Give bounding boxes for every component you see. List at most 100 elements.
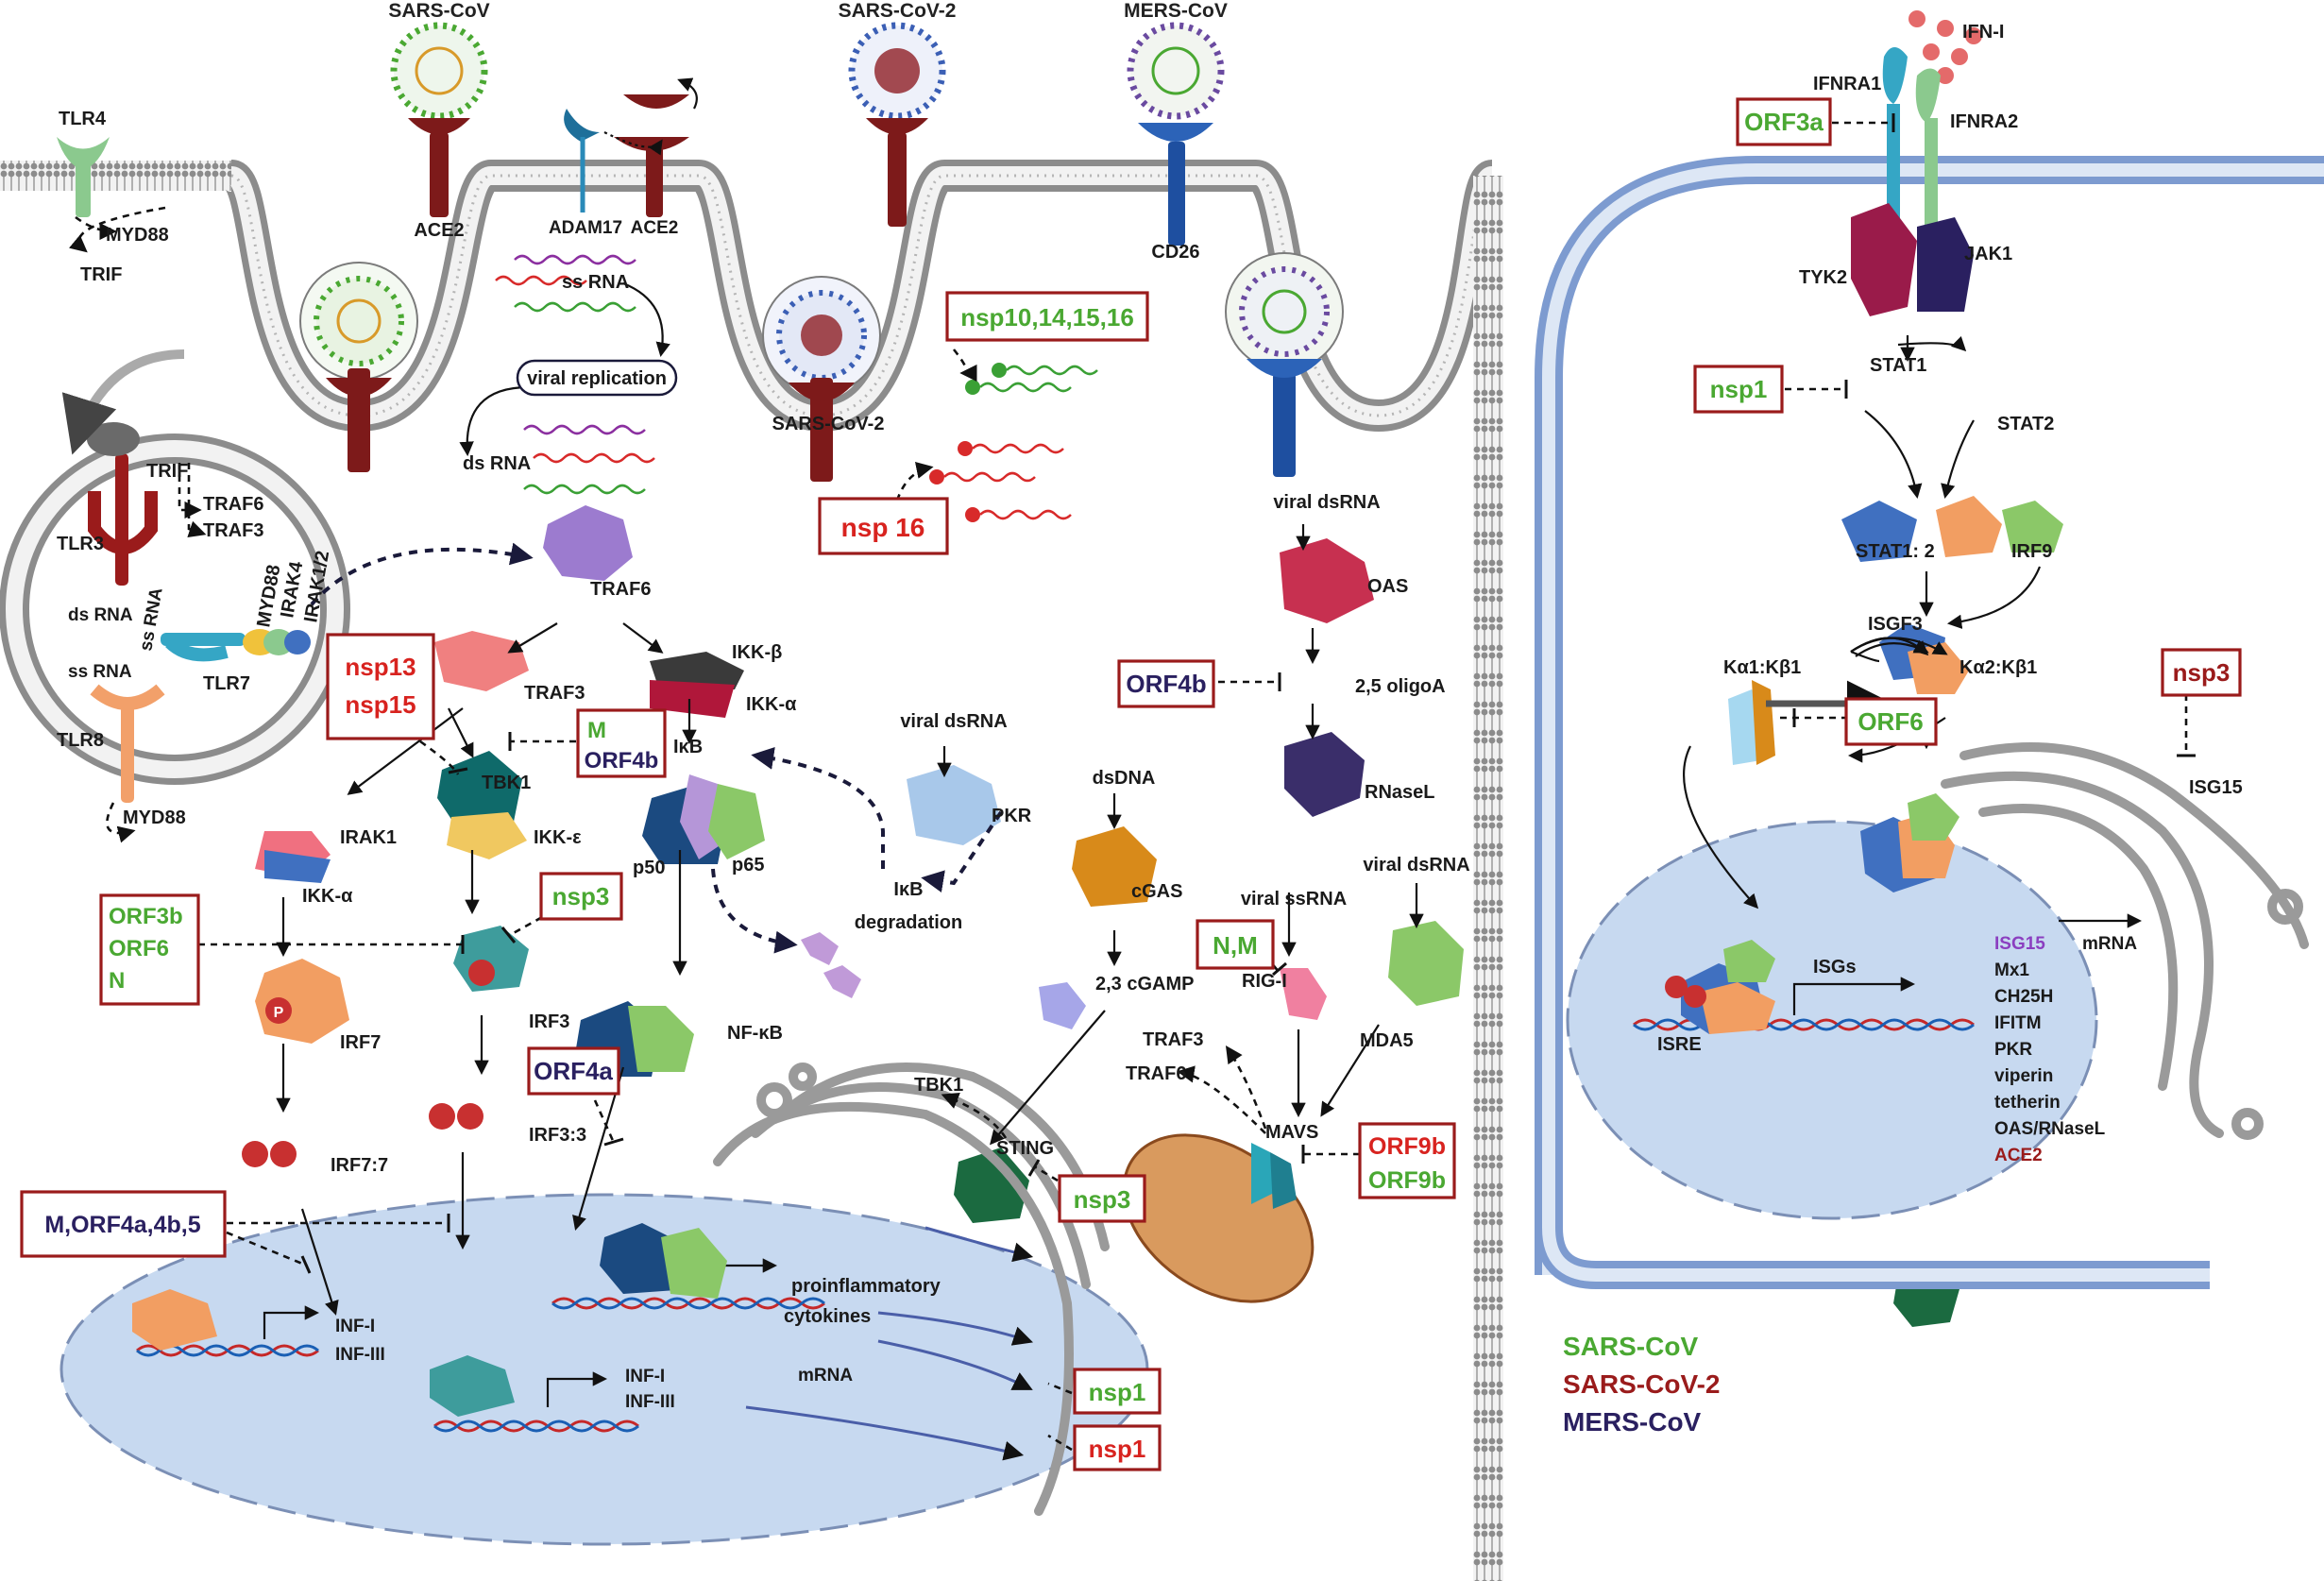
- inhibitor-n: N: [109, 968, 125, 994]
- isg-item-mx1: Mx1: [1994, 960, 2029, 980]
- label-ikb: IκB: [673, 737, 703, 757]
- label-inf1-b: INF-I: [625, 1367, 665, 1386]
- label-irf9: IRF9: [2011, 541, 2052, 562]
- adam17-ace2: [564, 77, 698, 217]
- label-ka1kb1: Kα1:Kβ1: [1723, 657, 1801, 678]
- label-rigi: RIG-I: [1242, 971, 1287, 992]
- inhibitor-orf4b-oas: ORF4b: [1126, 670, 1206, 698]
- inhibitor-boxes: nsp10,14,15,16 nsp 16 nsp13 nsp15 M ORF4…: [20, 97, 2242, 1471]
- label-isre: ISRE: [1657, 1034, 1702, 1055]
- rna-strands: [495, 254, 1098, 522]
- label-sars-cov-2: SARS-CoV-2: [839, 0, 957, 22]
- inhibitor-nsp10-16: nsp10,14,15,16: [960, 303, 1134, 332]
- inhibitor-m-orf4a: M,ORF4a,4b,5: [44, 1212, 200, 1238]
- isg-item-ch25h: CH25H: [1994, 987, 2053, 1007]
- label-traf6-mavs: TRAF6: [1126, 1063, 1186, 1084]
- inhibitor-orf6-right: ORF6: [1858, 707, 1923, 736]
- inhibitor-orf9b-g: ORF9b: [1368, 1167, 1446, 1194]
- receptor-labels: ACE2 ADAM17 ACE2 CD26: [414, 218, 1199, 263]
- tlr4-receptor: [57, 137, 110, 217]
- label-cytokines: cytokines: [784, 1306, 871, 1327]
- label-myd88-top: MYD88: [106, 225, 169, 246]
- label-inf1-a: INF-I: [335, 1317, 375, 1336]
- inhibitor-orf6: ORF6: [109, 936, 169, 961]
- endosome-mers-cov: [1225, 252, 1344, 477]
- isg-list: ISG15 Mx1 CH25H IFITM PKR viperin tether…: [1994, 934, 2106, 1165]
- label-ifn1: IFN-I: [1962, 22, 2004, 42]
- endocytosis-arrow: [61, 349, 185, 455]
- label-tyk2: TYK2: [1799, 267, 1847, 288]
- inhibitor-m: M: [587, 718, 606, 743]
- tlr-endosome: [0, 422, 350, 803]
- label-isgf3: ISGF3: [1868, 614, 1923, 635]
- phospho-label: P: [274, 1005, 284, 1021]
- label-viral-replication: viral replication: [527, 368, 667, 389]
- inhibitor-nsp1-g: nsp1: [1089, 1378, 1146, 1406]
- legend-mers-cov: MERS-CoV: [1563, 1407, 1702, 1436]
- nucleus-labels: INF-I INF-III INF-I INF-III proinflammat…: [274, 1005, 941, 1412]
- label-ss-rna: ss RNA: [562, 272, 629, 293]
- label-traf6-endo: TRAF6: [203, 494, 263, 515]
- label-viral-ssrna: viral ssRNA: [1241, 889, 1347, 910]
- label-mavs: MAVS: [1265, 1122, 1318, 1143]
- label-ikk-epsilon: IKK-ε: [534, 827, 582, 848]
- label-rnasel: RNaseL: [1365, 782, 1434, 803]
- jak-stat-labels: IFN-I IFNRA1 IFNRA2 TYK2 JAK1 STAT1 STAT…: [1657, 22, 2243, 1055]
- label-ace2-left: ACE2: [414, 220, 464, 241]
- inhibitor-nsp16: nsp 16: [841, 513, 925, 542]
- viral-replication-pill: [516, 359, 678, 397]
- signaling-labels: TRAF6 TRAF3 IKK-β IKK-α IκB TBK1 IKK-ε I…: [302, 492, 1470, 1176]
- label-adam17: ADAM17: [549, 218, 622, 238]
- inhibitor-nsp3-sting: nsp3: [1074, 1185, 1131, 1214]
- label-tlr7: TLR7: [203, 673, 250, 694]
- label-stat2: STAT2: [1997, 414, 2054, 434]
- legend-sars-cov: SARS-CoV: [1563, 1332, 1698, 1361]
- label-tbk1: TBK1: [482, 773, 531, 793]
- virus-labels: SARS-CoV SARS-CoV-2 MERS-CoV SARS-CoV-2: [388, 0, 1228, 434]
- right-er: [1941, 742, 2309, 1140]
- label-pkr: PKR: [992, 806, 1032, 826]
- isg-item-tetherin: tetherin: [1994, 1093, 2061, 1113]
- label-irf33: IRF3:3: [529, 1125, 586, 1146]
- label-traf3: TRAF3: [524, 683, 585, 704]
- label-tlr4: TLR4: [59, 109, 107, 129]
- label-dsdna: dsDNA: [1093, 768, 1156, 789]
- endosome-sars-cov: [299, 262, 418, 472]
- label-irak1: IRAK1: [340, 827, 397, 848]
- mitochondrion: [1122, 1133, 1315, 1303]
- label-p50: p50: [633, 858, 665, 878]
- isg-item-viperin: viperin: [1994, 1066, 2053, 1086]
- label-trif-top: TRIF: [80, 264, 122, 285]
- inhibitor-nsp3-isg15: nsp3: [2173, 658, 2231, 687]
- label-oligoa: 2,5 oligoA: [1355, 676, 1446, 697]
- endosome-sars-cov-2: [762, 276, 881, 482]
- label-trif-endo: TRIF: [146, 461, 188, 482]
- label-mrna: mRNA: [798, 1366, 853, 1386]
- label-ace2-mid: ACE2: [631, 218, 679, 238]
- label-ikk-alpha: IKK-α: [746, 694, 797, 715]
- label-ds-rna-endo: ds RNA: [68, 605, 133, 625]
- isg-item-ace2: ACE2: [1994, 1146, 2043, 1165]
- label-tlr8: TLR8: [57, 730, 104, 751]
- inhibitor-nsp13: nsp13: [345, 653, 416, 681]
- label-tbk1-sting: TBK1: [914, 1075, 963, 1096]
- right-cell: [1535, 156, 2324, 1289]
- legend-sars-cov-2: SARS-CoV-2: [1563, 1369, 1720, 1399]
- label-ss-rna-tlr8: ss RNA: [68, 662, 132, 682]
- inhibitor-orf3b: ORF3b: [109, 904, 183, 929]
- label-mers-cov: MERS-CoV: [1124, 0, 1228, 22]
- left-nucleus: [59, 1193, 1149, 1546]
- label-isg15-top: ISG15: [2189, 777, 2243, 798]
- label-ikk-beta: IKK-β: [732, 642, 782, 663]
- ifn-receptor-complex: [1728, 10, 2063, 892]
- label-irf77: IRF7:7: [331, 1155, 388, 1176]
- isg-item-oas-rnasel: OAS/RNaseL: [1994, 1119, 2106, 1139]
- label-mda5: MDA5: [1360, 1030, 1414, 1051]
- label-cd26: CD26: [1151, 242, 1199, 263]
- label-inf3-a: INF-III: [335, 1345, 385, 1365]
- inhibitor-nsp3-irf3: nsp3: [552, 882, 610, 910]
- inhibitor-orf4a: ORF4a: [534, 1057, 613, 1085]
- legend: SARS-CoV SARS-CoV-2 MERS-CoV: [1563, 1332, 1720, 1436]
- inhibitor-orf3a: ORF3a: [1744, 108, 1824, 136]
